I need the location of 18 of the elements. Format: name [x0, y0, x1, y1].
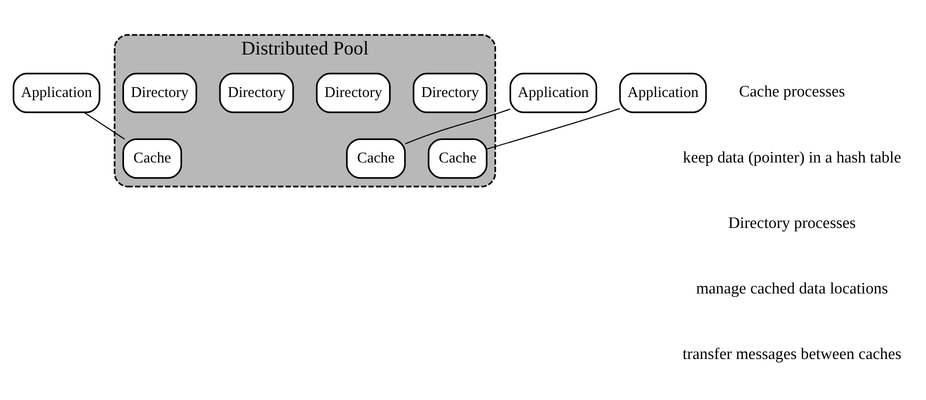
- node-box: Directory: [316, 72, 391, 113]
- node-box: Application: [619, 72, 707, 113]
- connector: [486, 108, 620, 150]
- connector: [405, 108, 510, 144]
- node-box: Directory: [122, 72, 198, 113]
- label: manage cached data locations: [696, 280, 888, 298]
- node-box: Application: [12, 72, 100, 113]
- label: Cache processes: [739, 83, 846, 100]
- connector: [84, 111, 125, 140]
- label: transfer messages between caches: [682, 346, 902, 363]
- node-box: Directory: [412, 72, 488, 113]
- node-box: Cache: [428, 138, 488, 178]
- node-box: Application: [510, 72, 598, 113]
- node-box: Directory: [219, 72, 294, 113]
- label: Directory processes: [728, 214, 856, 232]
- node-box: Cache: [122, 138, 182, 178]
- label: keep data (pointer) in a hash table: [682, 148, 902, 166]
- node-box: Cache: [346, 138, 406, 178]
